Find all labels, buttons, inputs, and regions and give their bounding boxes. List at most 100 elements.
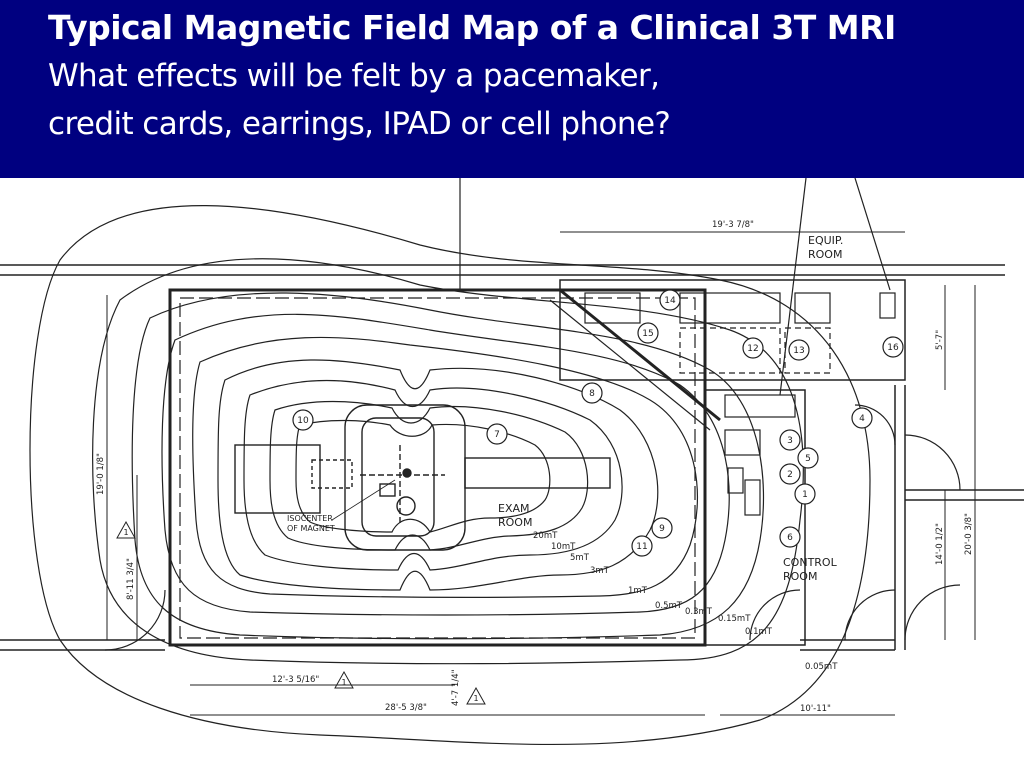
callout-12-circle: [742, 337, 764, 359]
callout-13-label: 13: [793, 346, 804, 356]
callout-13-circle: [788, 339, 810, 361]
callout-9-label: 9: [659, 524, 665, 534]
slide-subtitle-line1: What effects will be felt by a pacemaker…: [48, 58, 660, 94]
contour-0.3mT: [161, 313, 730, 616]
revision-marker-label: 1: [341, 678, 346, 687]
revision-marker-label: 1: [123, 528, 128, 537]
revision-marker-icon: [116, 520, 136, 539]
callout-10-label: 10: [297, 416, 309, 426]
equipment-room-outline: [559, 279, 906, 381]
revision-marker-icon: [466, 686, 486, 705]
cabinet: [679, 292, 781, 324]
slide-title: Typical Magnetic Field Map of a Clinical…: [48, 8, 896, 47]
contour-label-5mT: 5mT: [570, 553, 590, 563]
callout-4-circle: [851, 407, 873, 429]
callout-11-label: 11: [636, 542, 647, 552]
contour-1mT: [192, 336, 698, 598]
callout-5-label: 5: [805, 454, 811, 464]
callout-9-circle: [651, 517, 673, 539]
patient-table-head: [311, 459, 353, 489]
callout-15-circle: [637, 322, 659, 344]
callout-8-circle: [581, 382, 603, 404]
cabinet-13: [784, 327, 831, 374]
leader-line: [854, 177, 891, 291]
door-swing: [844, 589, 896, 641]
contour-label-0.3mT: 0.3mT: [685, 607, 713, 617]
exam-room-label-1: EXAM: [498, 502, 530, 515]
callout-4-label: 4: [859, 414, 865, 424]
title-banner: Typical Magnetic Field Map of a Clinical…: [0, 0, 1024, 178]
callout-1-label: 1: [802, 490, 808, 500]
isocenter-label-1: ISOCENTER: [287, 514, 333, 523]
leader-line: [779, 177, 807, 396]
control-room-label-2: ROOM: [783, 570, 817, 583]
magnet-detail: [396, 496, 416, 516]
dimension-left-label: 19'-0 1/8": [96, 453, 106, 495]
callout-10-circle: [292, 409, 314, 431]
equipment-cabinet-10: [234, 444, 321, 514]
callout-6-label: 6: [787, 533, 793, 543]
contour-label-0.5mT: 0.5mT: [655, 601, 683, 611]
callout-14-circle: [659, 289, 681, 311]
revision-marker-label: 1: [473, 694, 478, 703]
equip-room-label-2: ROOM: [808, 248, 842, 261]
dimension-right-b-label: 20'-0 3/8": [964, 513, 974, 555]
equip-room-label-1: EQUIP.: [808, 234, 843, 247]
contour-label-3mT: 3mT: [590, 566, 610, 576]
door-swing: [904, 434, 961, 491]
dimension-right-top-label: 5'-7": [935, 330, 945, 350]
callout-16-circle: [882, 336, 904, 358]
slide-subtitle-line2: credit cards, earrings, IPAD or cell pho…: [48, 106, 671, 142]
callout-8-label: 8: [589, 389, 595, 399]
wall-box-16: [879, 292, 896, 319]
door-swing: [904, 584, 961, 641]
exam-room-inner-wall: [179, 297, 696, 639]
console-2: [727, 467, 744, 494]
callout-7-label: 7: [494, 430, 500, 440]
door-swing: [749, 589, 801, 641]
callout-5-circle: [797, 447, 819, 469]
isocenter-marker: [402, 468, 412, 478]
callout-1-circle: [794, 483, 816, 505]
isocenter-label-2: OF MAGNET: [287, 524, 335, 533]
console-3: [724, 429, 761, 456]
callout-16-label: 16: [887, 343, 899, 353]
callout-2-label: 2: [787, 470, 793, 480]
callout-12-label: 12: [747, 344, 758, 354]
exam-room-angled-wall: [549, 299, 711, 431]
console-1: [744, 479, 761, 516]
callout-15-label: 15: [642, 329, 653, 339]
contour-label-0.15mT: 0.15mT: [718, 614, 751, 624]
contour-label-0.05mT: 0.05mT: [805, 662, 838, 672]
patient-table: [464, 457, 611, 489]
cabinet-12: [679, 327, 781, 374]
control-room-wall: [704, 389, 806, 646]
dimension-bottom-label: 28'-5 3/8": [385, 703, 427, 713]
dimension-left-small-label: 8'-11 3/4": [126, 558, 136, 600]
cabinet: [794, 292, 831, 324]
dimension-top-label: 19'-3 7/8": [712, 220, 754, 230]
callout-2-circle: [779, 463, 801, 485]
door-swing: [104, 589, 166, 651]
callout-3-circle: [779, 429, 801, 451]
callout-11-circle: [631, 535, 653, 557]
contour-20mT: [295, 419, 551, 533]
callout-6-circle: [779, 526, 801, 548]
contour-0.1mT: [92, 258, 804, 665]
revision-marker-icon: [334, 670, 354, 689]
cabinet-14: [584, 292, 641, 324]
contour-label-1mT: 1mT: [628, 586, 648, 596]
dimension-bottom-right-label: 10'-11": [800, 704, 831, 714]
dimension-bottom-mid-label: 4'-7 1/4": [451, 669, 461, 706]
callout-14-label: 14: [664, 296, 676, 306]
exam-room-label-2: ROOM: [498, 516, 532, 529]
callout-7-circle: [486, 423, 508, 445]
magnet-bore: [361, 417, 435, 537]
dimension-bottom-small-label: 12'-3 5/16": [272, 675, 319, 685]
contour-label-20mT: 20mT: [533, 531, 558, 541]
contour-10mT: [269, 400, 589, 551]
isocenter-leader: [331, 479, 396, 521]
dimension-right-a-label: 14'-0 1/2": [935, 523, 945, 565]
magnet-detail: [379, 483, 396, 497]
